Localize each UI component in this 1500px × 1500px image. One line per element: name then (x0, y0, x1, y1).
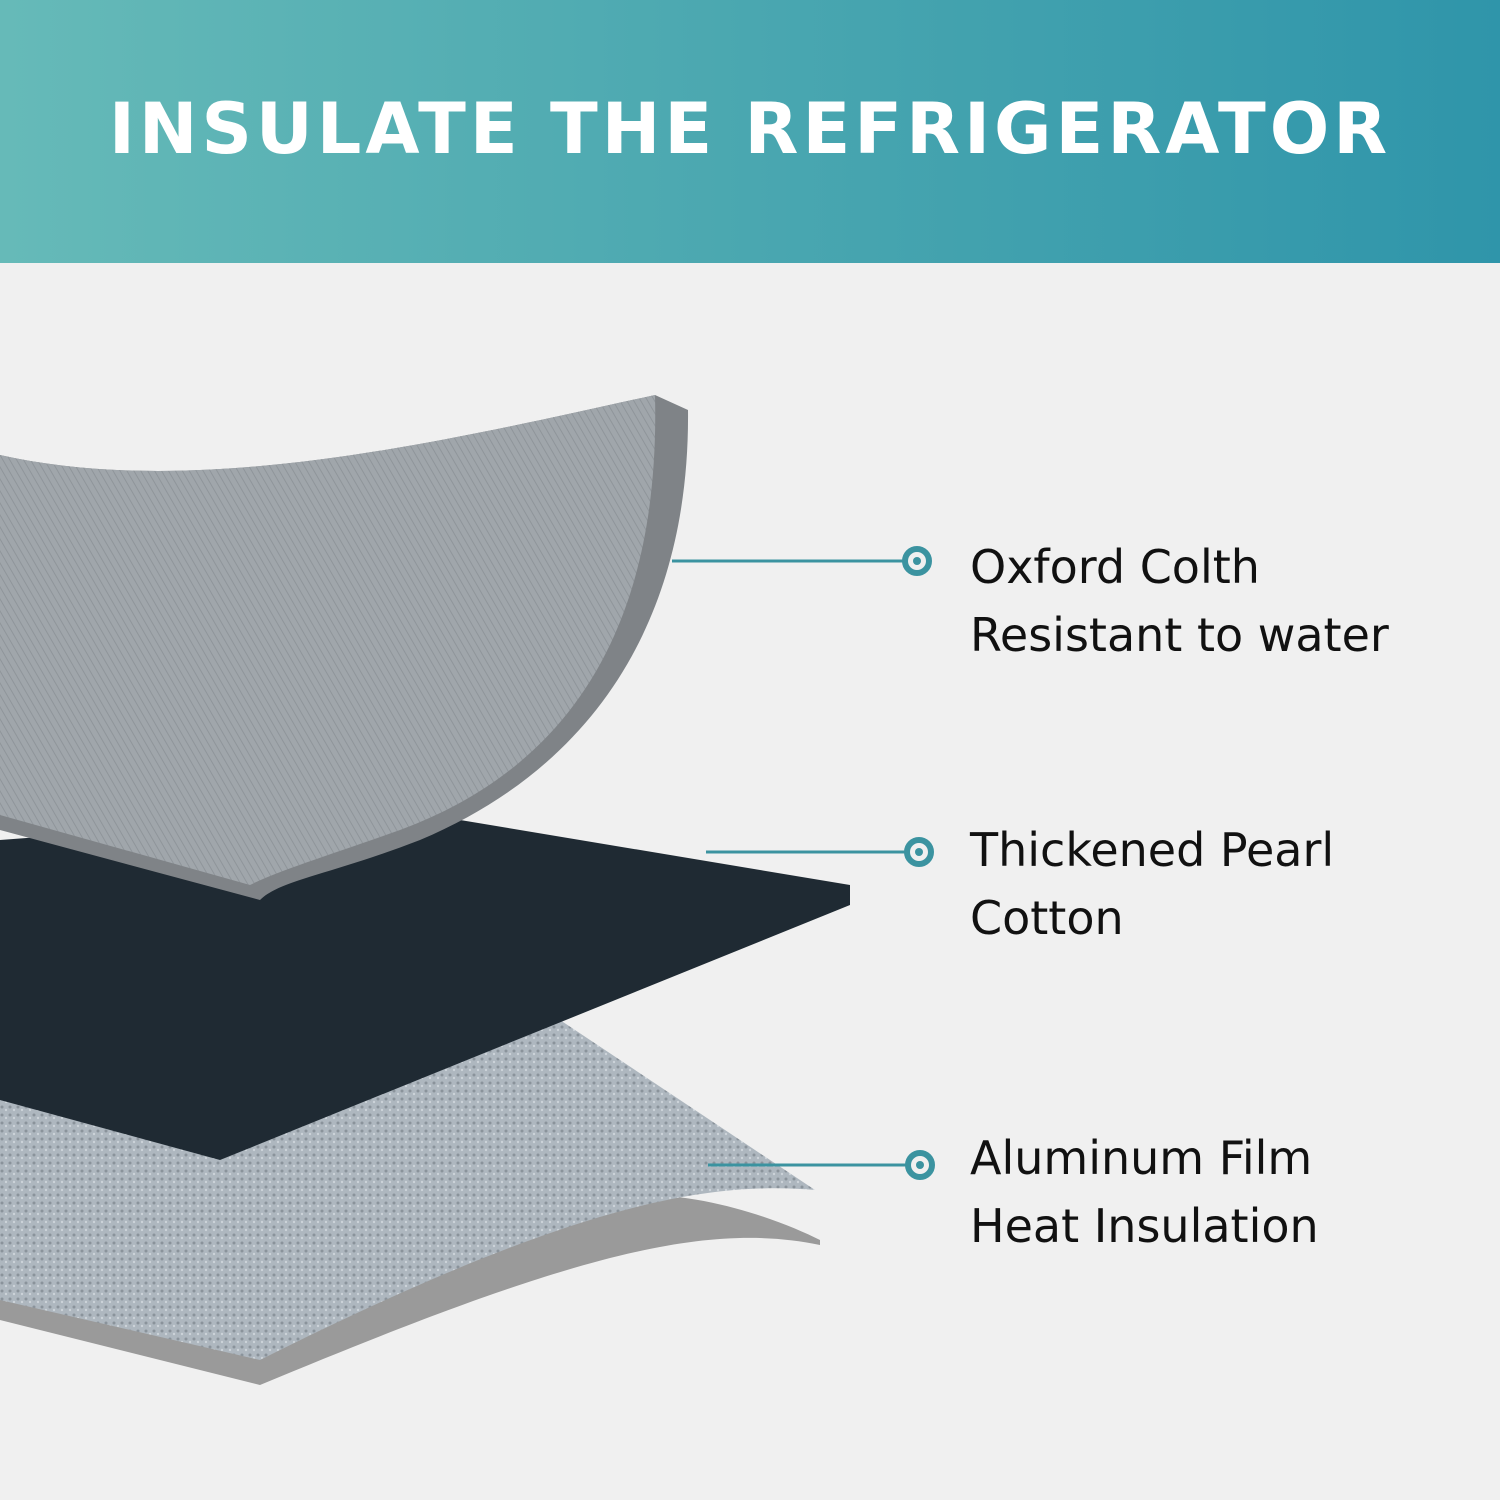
callout-subtitle: Cotton (970, 891, 1124, 945)
callout-line-2 (706, 837, 934, 867)
page-title: INSULATE THE REFRIGERATOR (108, 88, 1392, 170)
target-dot-icon (905, 1150, 935, 1180)
callout-aluminum-film: Aluminum Film Heat Insulation (970, 1124, 1319, 1260)
callout-line-3 (708, 1150, 935, 1180)
callout-line-1 (672, 546, 932, 576)
callout-subtitle: Resistant to water (970, 608, 1389, 662)
callout-pearl-cotton: Thickened Pearl Cotton (970, 816, 1334, 952)
pearl-cotton-layer (0, 810, 850, 1160)
header-banner: INSULATE THE REFRIGERATOR (0, 0, 1500, 263)
callout-title: Oxford Colth (970, 540, 1260, 594)
callout-title: Aluminum Film (970, 1131, 1313, 1185)
callout-title: Thickened Pearl (970, 823, 1335, 877)
oxford-cloth-layer (0, 395, 689, 900)
callout-subtitle: Heat Insulation (970, 1199, 1319, 1253)
target-dot-icon (902, 546, 932, 576)
target-dot-icon (904, 837, 934, 867)
callout-oxford-cloth: Oxford Colth Resistant to water (970, 533, 1389, 669)
